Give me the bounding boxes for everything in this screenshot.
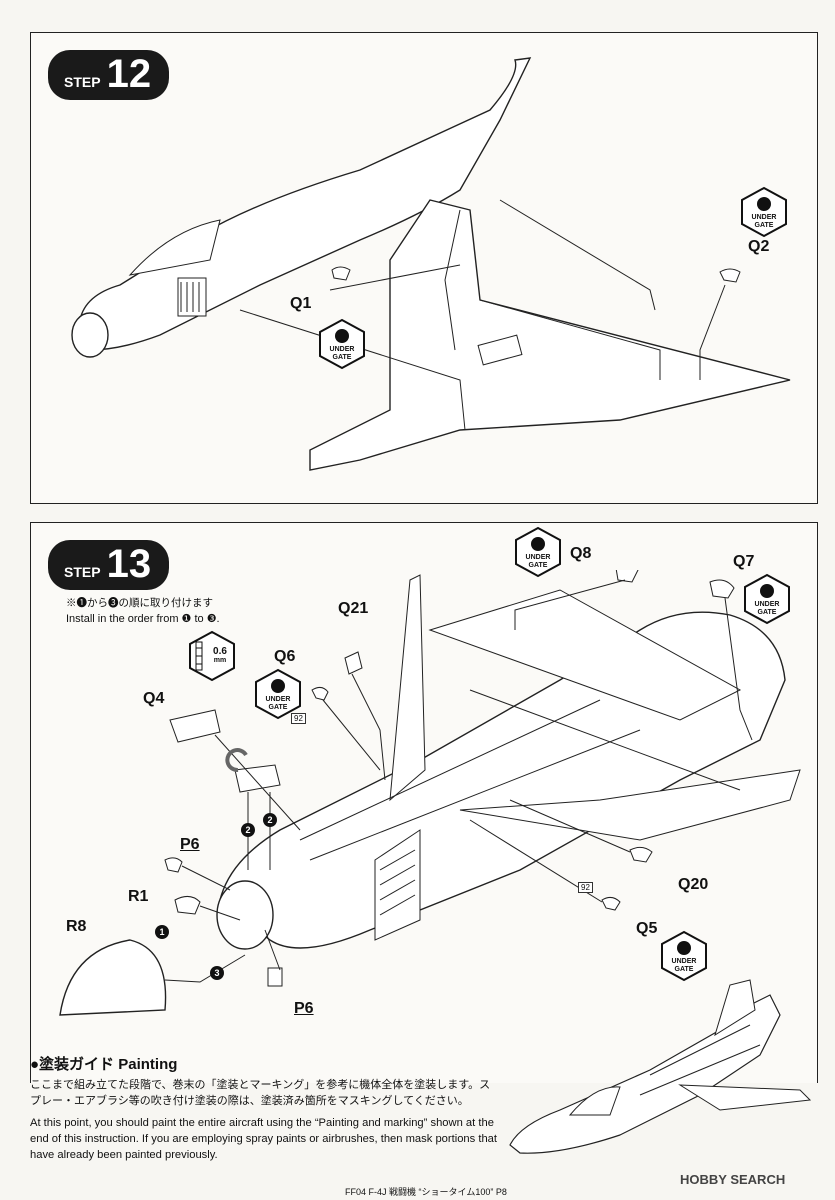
order-number-3: 3 <box>210 966 224 980</box>
step-13-badge: STEP 13 <box>48 540 170 590</box>
install-order-note-jp: ※❶から❸の順に取り付けます <box>66 597 213 609</box>
gate-line2: GATE <box>268 704 288 711</box>
part-label-q6: Q6 <box>274 648 296 665</box>
part-label-q5: Q5 <box>636 920 658 937</box>
part-label-p6-bottom: P6 <box>294 1000 314 1017</box>
step-12-badge: STEP 12 <box>48 50 170 100</box>
part-label-q2: Q2 <box>748 238 770 255</box>
watermark: HOBBY SEARCH <box>680 1172 786 1187</box>
gate-line1: UNDER <box>525 554 551 561</box>
step-number: 13 <box>106 542 152 586</box>
painted-aircraft-illustration <box>509 979 812 1154</box>
part-label-q8: Q8 <box>570 545 592 562</box>
gate-line2: GATE <box>528 562 548 569</box>
gate-line1: UNDER <box>671 958 697 965</box>
color-code-box: 92 <box>291 713 306 724</box>
part-label-r1: R1 <box>128 888 149 905</box>
step-word: STEP <box>64 74 101 90</box>
step-12-aircraft-drawing <box>71 57 791 471</box>
part-label-q4: Q4 <box>143 690 165 707</box>
footer-page-label: FF04 F-4J 戦闘機 “ショータイム100” P8 <box>345 1187 507 1197</box>
gate-line2: GATE <box>754 222 774 229</box>
order-number-1: 1 <box>155 925 169 939</box>
gate-line2: GATE <box>757 609 777 616</box>
step-13-aircraft-drawing <box>59 570 801 1016</box>
gate-line1: UNDER <box>751 214 777 221</box>
step-word: STEP <box>64 564 101 580</box>
gate-line1: UNDER <box>754 601 780 608</box>
part-label-q7: Q7 <box>733 553 755 570</box>
thickness-unit: mm <box>213 657 227 664</box>
part-label-q21: Q21 <box>338 600 369 617</box>
order-number-2: 2 <box>241 823 255 837</box>
gate-line1: UNDER <box>329 346 355 353</box>
painting-title: ●塗装ガイド Painting <box>30 1056 178 1073</box>
gate-line2: GATE <box>674 966 694 973</box>
color-code-box: 92 <box>578 882 593 893</box>
painting-text-en: At this point, you should paint the enti… <box>30 1117 498 1161</box>
step-number: 12 <box>106 52 152 96</box>
part-label-p6-top: P6 <box>180 836 200 853</box>
gate-line2: GATE <box>332 354 352 361</box>
part-label-q1: Q1 <box>290 295 312 312</box>
order-number-2: 2 <box>263 813 277 827</box>
part-label-q20: Q20 <box>678 876 709 893</box>
painting-text-jp: ここまで組み立てた段階で、巻末の「塗装とマーキング」を参考に機体全体を塗装します… <box>30 1079 491 1107</box>
install-order-note-en: Install in the order from ❶ to ❸. <box>66 613 220 625</box>
gate-line1: UNDER <box>265 696 291 703</box>
part-label-r8: R8 <box>66 918 87 935</box>
thickness-value: 0.6 <box>213 646 227 657</box>
